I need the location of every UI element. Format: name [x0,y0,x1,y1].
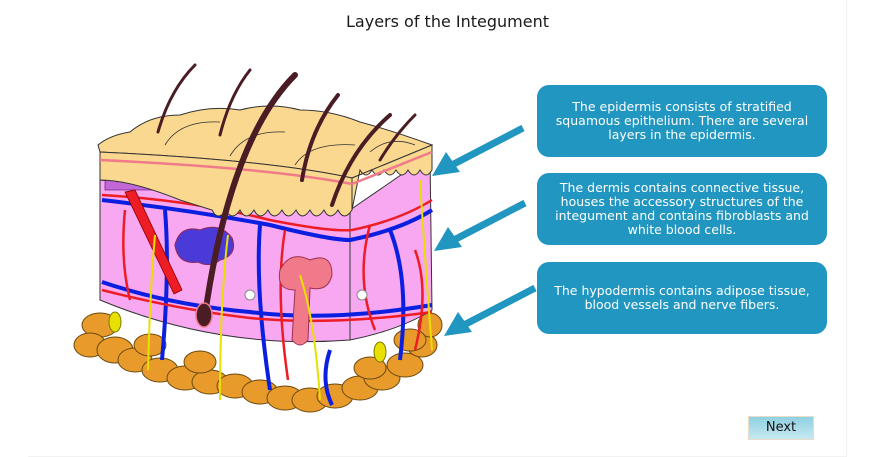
epidermis-callout: The epidermis consists of stratified squ… [537,85,827,157]
arrow-to-hypodermis-icon [444,284,537,336]
nerve-ending [244,289,256,301]
dermis-side [349,154,433,341]
arrow-to-epidermis-icon [432,124,525,176]
hypodermis-adipose [73,312,443,413]
dermis-callout-text: The dermis contains connective tissue, h… [555,180,809,237]
skin-cross-section-diagram [73,63,443,413]
page-title: Layers of the Integument [346,12,549,31]
nerve-ending [356,289,368,301]
next-button[interactable]: Next [748,416,814,440]
hair-shafts [156,63,417,318]
pacinian-corpuscle [373,341,387,363]
nerves [147,179,433,401]
epidermis-callout-text: The epidermis consists of stratified squ… [555,99,809,142]
hypodermis-callout-text: The hypodermis contains adipose tissue, … [554,283,810,312]
arrow-to-dermis-icon [434,199,527,251]
hair-bulb [195,302,213,328]
sweat-gland [278,256,333,346]
pacinian-corpuscle [108,311,122,333]
dermis-callout: The dermis contains connective tissue, h… [537,173,827,245]
hypodermis-callout: The hypodermis contains adipose tissue, … [537,262,827,334]
